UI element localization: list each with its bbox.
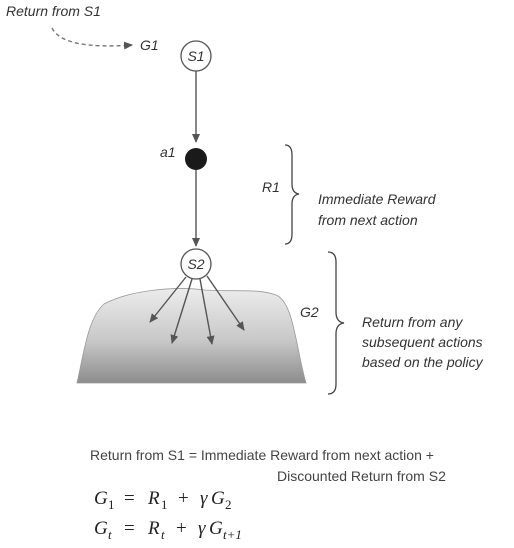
return-any-line2: subsequent actions bbox=[362, 334, 483, 350]
action-a1-node bbox=[185, 148, 207, 170]
immediate-reward-line1: Immediate Reward bbox=[318, 191, 437, 207]
return-any-line3: based on the policy bbox=[362, 354, 484, 370]
eq1-equals: = bbox=[124, 488, 135, 509]
eq1-lhs: G bbox=[94, 488, 108, 509]
caption-line1: Return from S1 = Immediate Reward from n… bbox=[90, 447, 434, 463]
equation-return-gt: G t = R t + γ G t+1 bbox=[94, 518, 242, 542]
g1-label: G1 bbox=[140, 37, 159, 53]
eq2-lhs-sub: t bbox=[108, 527, 112, 542]
s1-label: S1 bbox=[187, 48, 204, 64]
s2-outcome-arrow-3 bbox=[199, 278, 215, 345]
eq2-term1: R bbox=[147, 518, 160, 539]
r1-brace bbox=[284, 144, 300, 245]
eq1-term1-sub: 1 bbox=[161, 497, 168, 512]
eq1-term1: R bbox=[147, 488, 160, 509]
g2-brace bbox=[327, 251, 345, 395]
eq2-plus: + bbox=[176, 518, 187, 539]
eq1-term2-sub: 2 bbox=[225, 497, 232, 512]
eq2-gamma: γ bbox=[198, 518, 206, 539]
s2-outcome-arrow-1 bbox=[149, 276, 187, 323]
dashed-return-arrow bbox=[51, 27, 133, 50]
eq2-equals: = bbox=[124, 518, 135, 539]
equation-return-g1: G 1 = R 1 + γ G 2 bbox=[94, 488, 232, 512]
s2-label: S2 bbox=[187, 256, 204, 272]
return-any-line1: Return from any bbox=[362, 314, 463, 330]
eq2-term1-sub: t bbox=[161, 527, 165, 542]
return-from-s1-label: Return from S1 bbox=[6, 3, 101, 19]
caption-line2: Discounted Return from S2 bbox=[277, 468, 446, 484]
immediate-reward-line2: from next action bbox=[318, 212, 418, 228]
s2-outcome-arrow-2 bbox=[170, 278, 193, 344]
policy-outcomes-hill bbox=[76, 288, 307, 384]
s2-outcome-arrow-4 bbox=[206, 275, 245, 331]
r1-label: R1 bbox=[262, 179, 280, 195]
state-s2-node bbox=[180, 248, 212, 280]
a1-label: a1 bbox=[160, 144, 176, 160]
eq1-lhs-sub: 1 bbox=[108, 497, 115, 512]
eq2-lhs: G bbox=[94, 518, 108, 539]
g2-label: G2 bbox=[300, 304, 319, 320]
eq1-plus: + bbox=[178, 488, 189, 509]
eq2-term2: G bbox=[209, 518, 223, 539]
eq2-term2-sub: t+1 bbox=[223, 527, 242, 542]
eq1-gamma: γ bbox=[200, 488, 208, 509]
eq1-term2: G bbox=[211, 488, 225, 509]
